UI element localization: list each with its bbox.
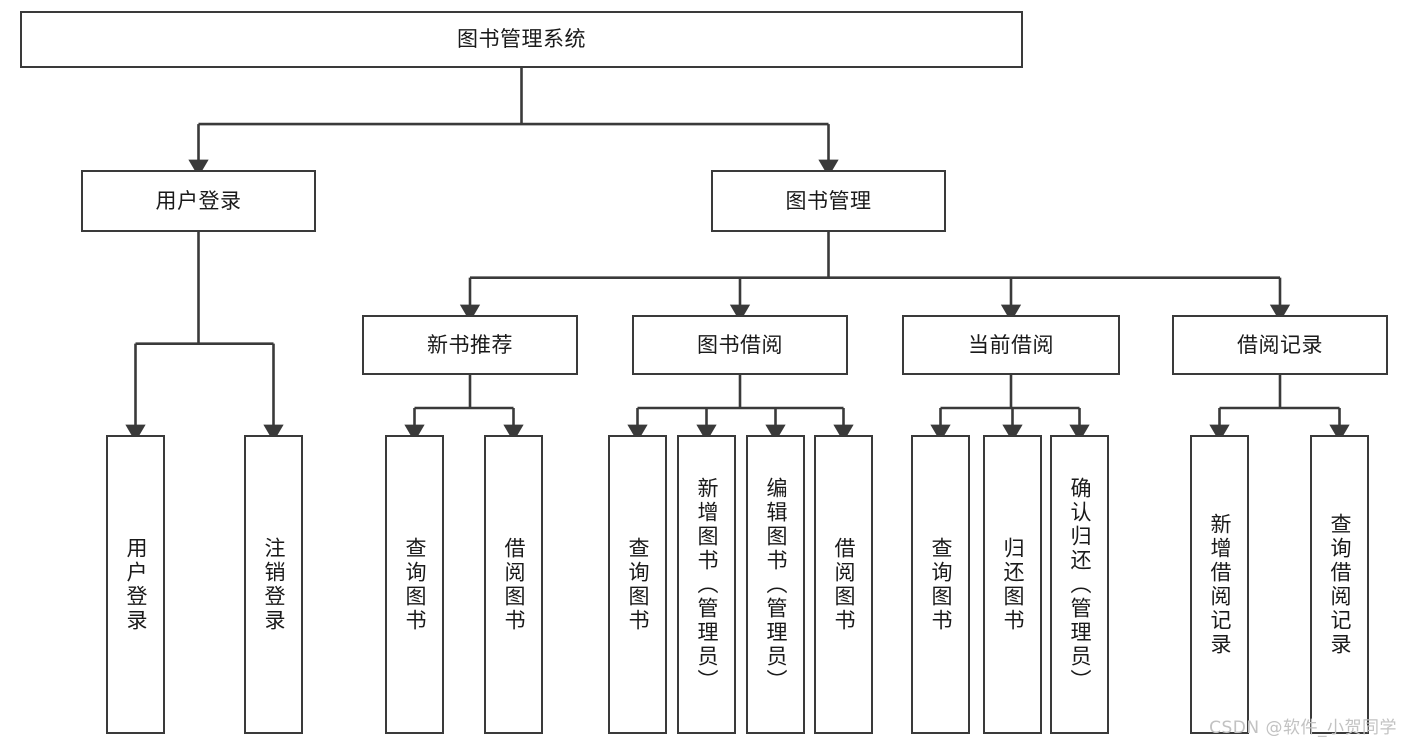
node-label-leaf-return-book: 归还图书 [1001, 536, 1025, 633]
node-label-leaf-add-record: 新增借阅记录 [1208, 512, 1232, 657]
node-leaf-borrow-book-1[interactable]: 借阅图书 [484, 435, 543, 734]
node-label-leaf-borrow-book-1: 借阅图书 [502, 536, 526, 633]
node-label-leaf-query-book-2: 查询图书 [626, 536, 650, 633]
node-user-login[interactable]: 用户登录 [81, 170, 316, 232]
node-label-book-manage: 图书管理 [785, 188, 872, 213]
node-label-leaf-query-record: 查询借阅记录 [1328, 512, 1352, 657]
node-label-borrow-record: 借阅记录 [1237, 332, 1323, 357]
node-label-current-borrow: 当前借阅 [968, 332, 1054, 357]
node-label-leaf-add-book: 新增图书（管理员） [695, 476, 719, 693]
node-label-new-book-rec: 新书推荐 [427, 332, 513, 357]
node-leaf-edit-book[interactable]: 编辑图书（管理员） [746, 435, 805, 734]
node-leaf-user-login[interactable]: 用户登录 [106, 435, 165, 734]
node-label-root: 图书管理系统 [457, 27, 586, 52]
node-label-leaf-query-book-3: 查询图书 [929, 536, 953, 633]
node-new-book-rec[interactable]: 新书推荐 [362, 315, 578, 375]
node-label-leaf-borrow-book-2: 借阅图书 [832, 536, 856, 633]
node-leaf-return-book[interactable]: 归还图书 [983, 435, 1042, 734]
node-label-user-login: 用户登录 [155, 188, 242, 213]
node-leaf-borrow-book-2[interactable]: 借阅图书 [814, 435, 873, 734]
node-leaf-confirm-return[interactable]: 确认归还（管理员） [1050, 435, 1109, 734]
node-borrow-record[interactable]: 借阅记录 [1172, 315, 1388, 375]
node-leaf-add-book[interactable]: 新增图书（管理员） [677, 435, 736, 734]
node-label-leaf-query-book-1: 查询图书 [403, 536, 427, 633]
node-label-book-borrow: 图书借阅 [697, 332, 783, 357]
node-book-manage[interactable]: 图书管理 [711, 170, 946, 232]
node-root[interactable]: 图书管理系统 [20, 11, 1023, 68]
node-book-borrow[interactable]: 图书借阅 [632, 315, 848, 375]
edges-group [125, 68, 1350, 442]
node-leaf-query-record[interactable]: 查询借阅记录 [1310, 435, 1369, 734]
node-current-borrow[interactable]: 当前借阅 [902, 315, 1120, 375]
node-label-leaf-edit-book: 编辑图书（管理员） [764, 476, 788, 693]
node-label-leaf-logout: 注销登录 [262, 536, 286, 633]
node-leaf-logout[interactable]: 注销登录 [244, 435, 303, 734]
node-leaf-query-book-3[interactable]: 查询图书 [911, 435, 970, 734]
node-leaf-query-book-2[interactable]: 查询图书 [608, 435, 667, 734]
node-label-leaf-user-login: 用户登录 [124, 536, 148, 633]
node-leaf-query-book-1[interactable]: 查询图书 [385, 435, 444, 734]
node-leaf-add-record[interactable]: 新增借阅记录 [1190, 435, 1249, 734]
node-label-leaf-confirm-return: 确认归还（管理员） [1068, 476, 1092, 693]
